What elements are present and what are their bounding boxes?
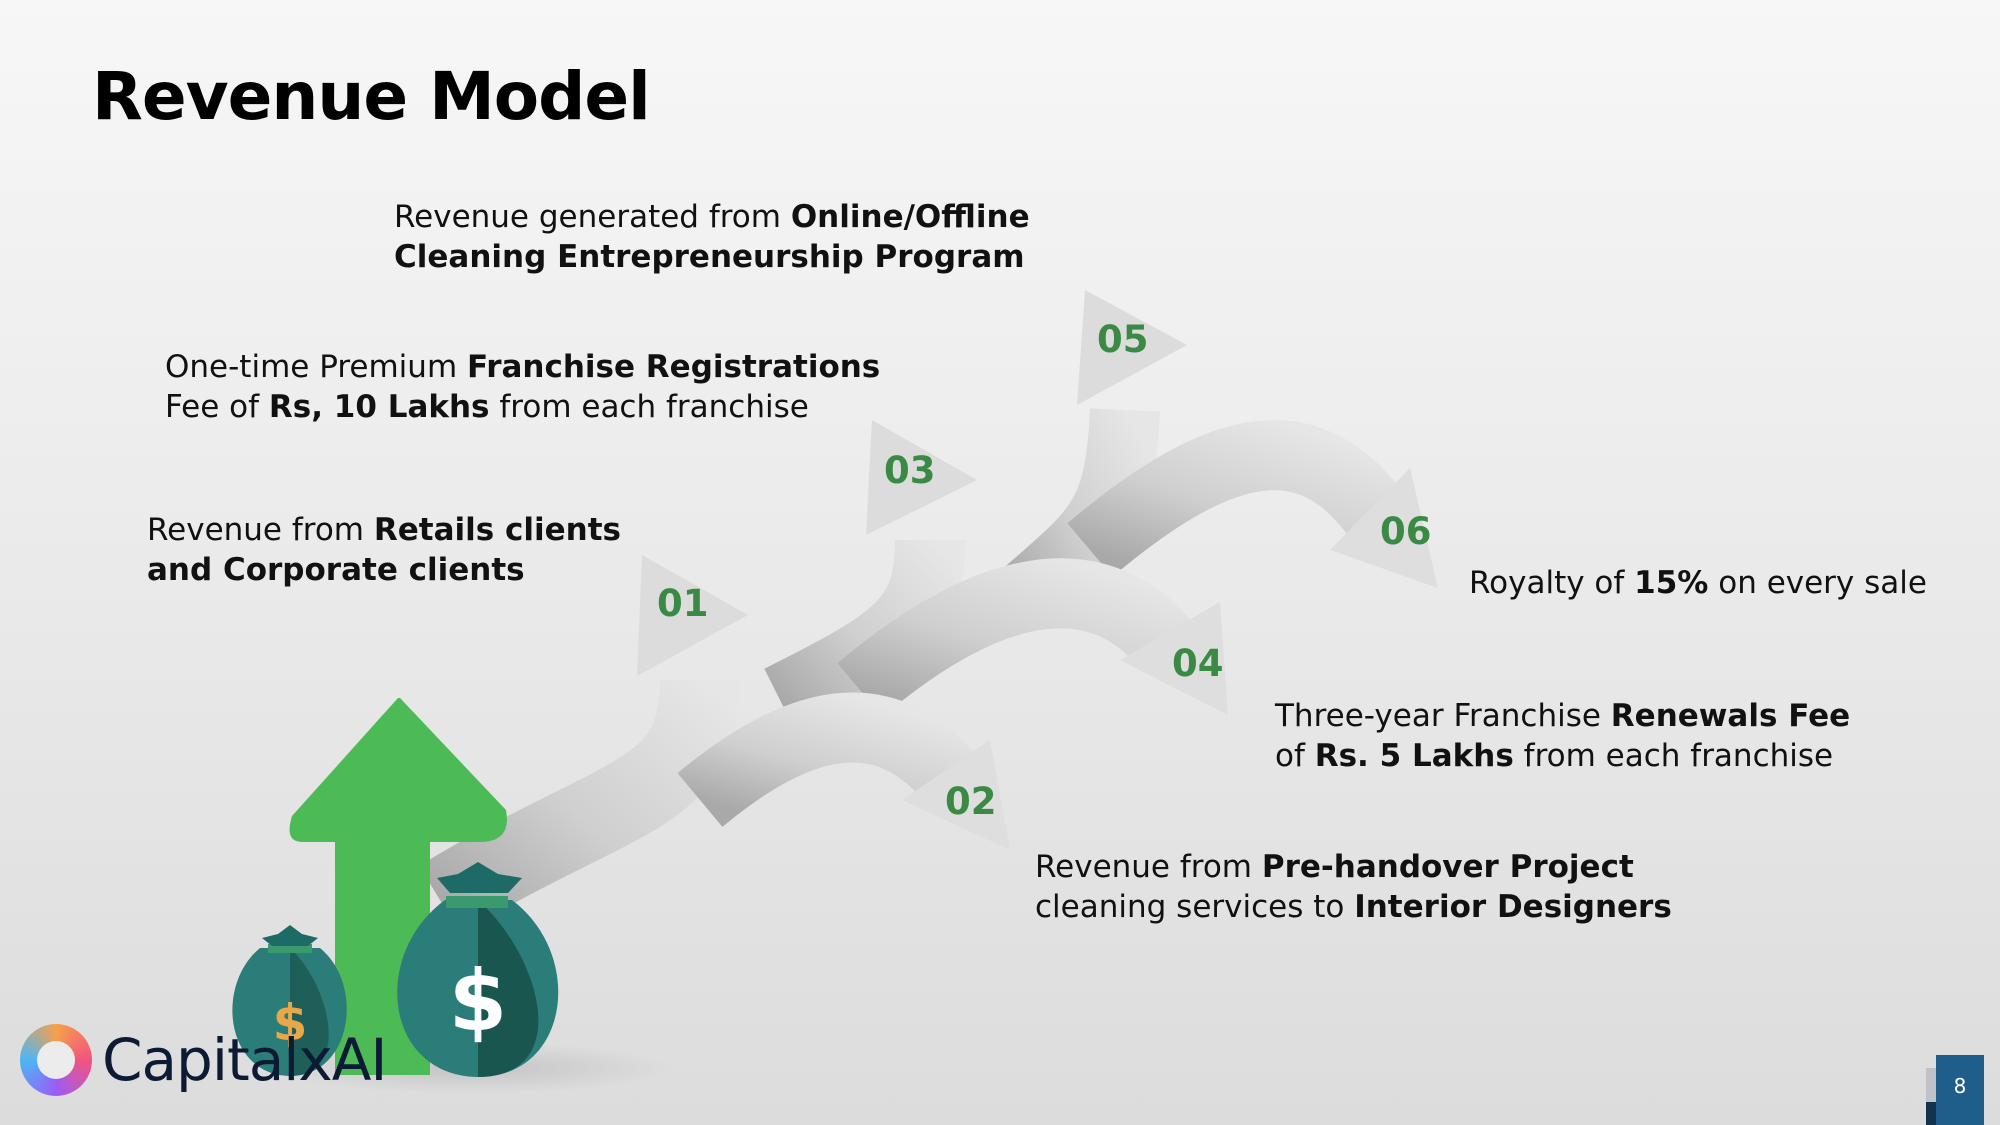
step-number-06: 06 [1380, 510, 1432, 553]
bold-text: Interior Designers [1354, 889, 1672, 925]
step-description-02: Revenue from Pre-handover Project cleanin… [1035, 847, 1672, 927]
arrowhead-06 [1330, 468, 1438, 588]
money-bag-icon: $ [232, 925, 347, 1076]
text: from each franchise [1513, 738, 1834, 774]
flow-arrow-06 [1067, 420, 1409, 577]
logo-ring-icon [20, 1024, 92, 1096]
money-bag-icon-large: $ [397, 862, 559, 1077]
bold-text: Retails clients [373, 512, 621, 548]
arrowhead-01 [637, 555, 748, 676]
step-number-03: 03 [884, 449, 936, 492]
step-number-04: 04 [1172, 642, 1224, 685]
bold-text: Pre-handover Project [1261, 849, 1634, 885]
bold-text: 15% [1634, 565, 1709, 601]
text: Fee of [165, 389, 269, 425]
text: Revenue generated from [394, 199, 791, 235]
text: Revenue from [147, 512, 374, 548]
step-number-05: 05 [1097, 318, 1149, 361]
bold-text: Online/Offline [790, 199, 1030, 235]
arrowhead-02 [902, 740, 1010, 850]
text: Three-year Franchise [1275, 698, 1611, 734]
step-description-04: Three-year Franchise Renewals Fee of Rs. … [1275, 696, 1850, 776]
text: One-time Premium [165, 349, 467, 385]
green-up-arrow-icon [289, 698, 507, 1075]
logo-text: CapitalxAI [102, 1026, 387, 1094]
svg-text:$: $ [449, 952, 507, 1050]
bold-text: Franchise Registrations [467, 349, 881, 385]
bold-text: and Corporate clients [147, 552, 525, 588]
step-number-02: 02 [945, 780, 997, 823]
bold-text: Rs, 10 Lakhs [268, 389, 490, 425]
bold-text: Rs. 5 Lakhs [1314, 738, 1514, 774]
flow-arrow-02 [677, 692, 988, 828]
text: cleaning services to [1035, 889, 1355, 925]
text: on every sale [1708, 565, 1927, 601]
text: of [1275, 738, 1315, 774]
arrowhead-04 [1120, 602, 1228, 715]
slide-title: Revenue Model [92, 58, 651, 135]
bold-text: Renewals Fee [1610, 698, 1851, 734]
flow-arrow-04 [837, 558, 1198, 717]
page-number: 8 [1936, 1055, 1984, 1125]
arrowhead-03 [866, 420, 977, 535]
step-number-01: 01 [657, 582, 709, 625]
text: Revenue from [1035, 849, 1262, 885]
page-number-accent [1926, 1068, 1938, 1125]
step-description-03: One-time Premium Franchise Registrations… [165, 347, 880, 427]
text: Royalty of [1469, 565, 1635, 601]
step-description-01: Revenue from Retails clients and Corporat… [147, 510, 621, 590]
flow-arrow-01 [419, 678, 740, 935]
capitalxai-logo: CapitalxAI [20, 1022, 387, 1098]
step-description-06: Royalty of 15% on every sale [1469, 563, 1927, 603]
arrowhead-05 [1077, 290, 1187, 405]
text: from each franchise [489, 389, 809, 425]
bold-text: Cleaning Entrepreneurship Program [394, 239, 1025, 275]
svg-text:$: $ [273, 994, 308, 1052]
